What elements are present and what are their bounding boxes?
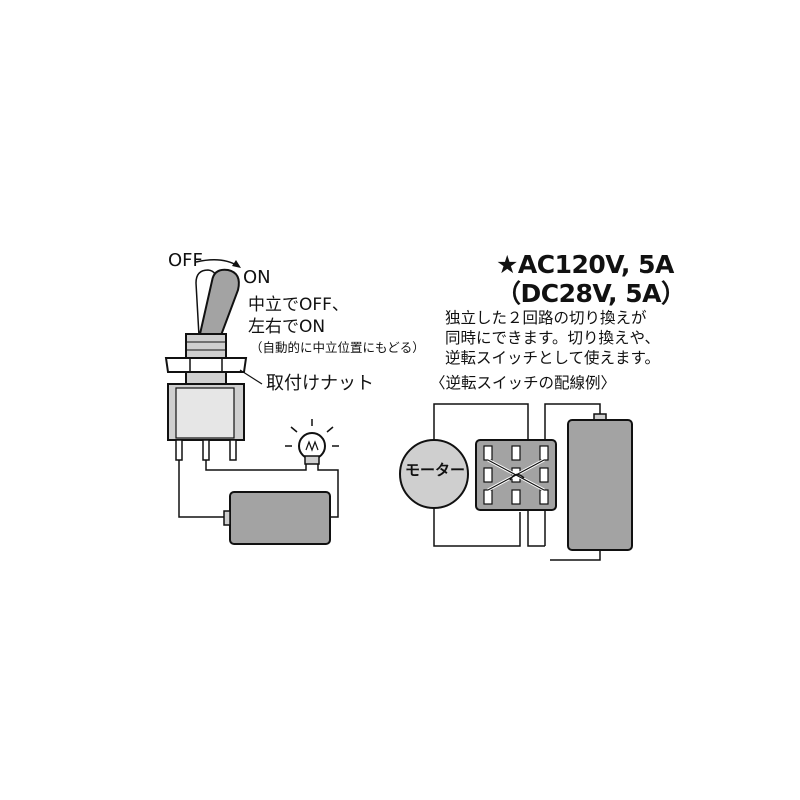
terminal-left [175,439,183,461]
wire-motor-top [433,403,545,547]
on-label: ON [243,267,271,288]
battery-right-icon [567,413,633,551]
terminal-right [229,439,237,461]
toggle-lever [198,268,240,340]
switch-top-view [475,439,557,511]
motor-label: モーター [404,461,465,479]
nut-leader-line [239,369,263,385]
off-label: OFF [168,250,203,271]
wire-motor-bottom [433,506,521,547]
toggle-note-line-1: 中立でOFF、 [248,295,349,315]
wire-bulb-battery [317,462,339,518]
wire-terminal-center [205,460,307,471]
wiring-caption: 〈逆転スイッチの配線例〉 [430,374,617,392]
nut-label: 取付けナット [266,373,374,394]
description-line-3: 逆転スイッチとして使えます。 [445,349,660,367]
wire-battery-bottom [550,550,601,561]
bushing [185,333,227,359]
light-bulb-icon [285,419,339,465]
motor-icon [399,439,469,509]
arrow-head-icon [232,260,241,268]
toggle-note-line-2: 左右でON [248,317,326,337]
terminal-center [202,439,210,461]
description-line-2: 同時にできます。切り換えや、 [445,329,660,347]
description-line-1: 独立した２回路の切り換えが [445,309,647,327]
spec-rating-ac: ★AC120V, 5A [496,250,674,279]
battery-left-icon [223,491,331,545]
mounting-nut [164,357,248,373]
toggle-note-line-3: （自動的に中立位置にもどる） [250,340,425,355]
wire-terminal-left [178,460,230,518]
spec-rating-dc: （DC28V, 5A） [496,279,686,308]
